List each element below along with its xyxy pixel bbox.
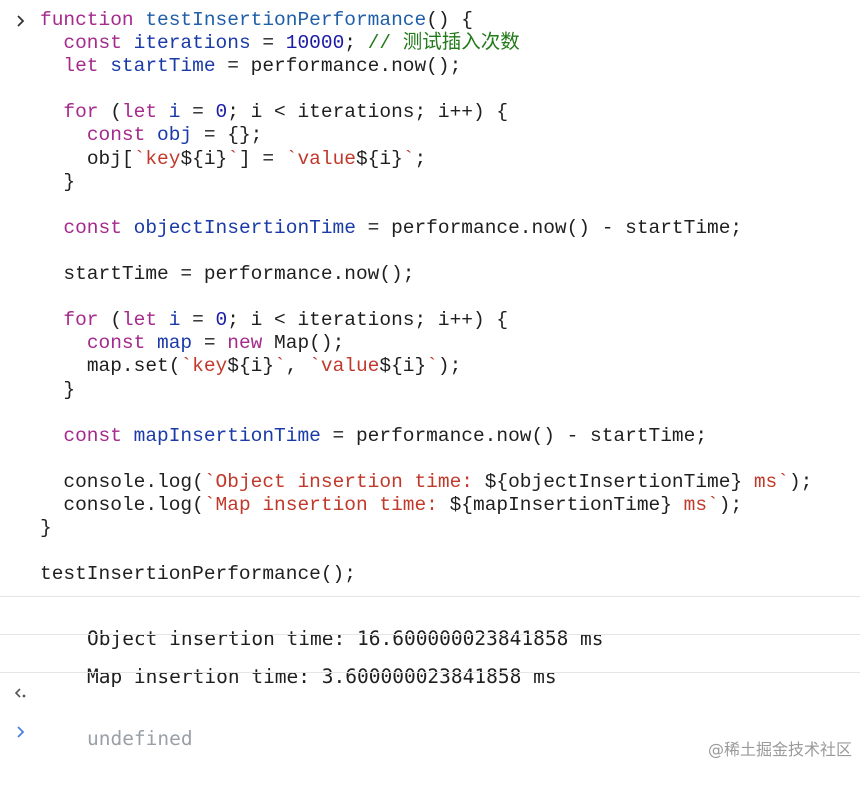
code-line: } xyxy=(63,378,76,401)
code-line-call: testInsertionPerformance(); xyxy=(40,563,356,586)
console-prompt-row[interactable] xyxy=(0,714,860,748)
return-value: undefined xyxy=(86,727,193,750)
code-line-blank xyxy=(40,240,860,263)
console-log-row: Object insertion time: 16.60000002384185… xyxy=(0,596,860,650)
code-line-blank xyxy=(40,194,860,217)
code-line: map.set(`key${i}`, `value${i}`); xyxy=(86,355,462,378)
console-log-row: Map insertion time: 3.600000023841858 ms xyxy=(0,634,860,688)
code-line: let startTime = performance.now(); xyxy=(63,55,462,78)
code-line-blank xyxy=(40,448,860,471)
code-line: const objectInsertionTime = performance.… xyxy=(63,216,743,239)
code-line: const mapInsertionTime = performance.now… xyxy=(63,424,708,447)
code-line-blank xyxy=(40,540,860,563)
log-message: Map insertion time: 3.600000023841858 ms xyxy=(86,665,557,688)
code-line-blank xyxy=(40,286,860,309)
watermark: @稀土掘金技术社区 xyxy=(707,740,852,759)
code-line: } xyxy=(40,517,52,540)
console-input-entry: function testInsertionPerformance() { co… xyxy=(14,0,860,586)
console-result-row: undefined xyxy=(0,672,860,750)
chevron-right-icon xyxy=(14,11,28,31)
code-line: console.log(`Object insertion time: ${ob… xyxy=(63,470,813,493)
code-line: for (let i = 0; i < iterations; i++) { xyxy=(63,309,509,332)
chevron-right-icon xyxy=(14,722,28,742)
code-line: const map = new Map(); xyxy=(86,332,345,355)
log-message: Object insertion time: 16.60000002384185… xyxy=(86,627,604,650)
code-line-blank xyxy=(40,402,860,425)
code-line: for (let i = 0; i < iterations; i++) { xyxy=(63,101,509,124)
code-line: console.log(`Map insertion time: ${mapIn… xyxy=(63,493,743,516)
code-line-blank xyxy=(40,78,860,101)
code-line: startTime = performance.now(); xyxy=(63,263,415,286)
code-line: const iterations = 10000; // 测试插入次数 xyxy=(63,32,520,55)
code-line: const obj = {}; xyxy=(86,124,263,147)
code-block: function testInsertionPerformance() { co… xyxy=(40,0,860,586)
return-arrow-icon xyxy=(14,683,28,703)
devtools-console: function testInsertionPerformance() { co… xyxy=(0,0,860,759)
code-line: obj[`key${i}`] = `value${i}`; xyxy=(86,147,427,170)
code-line: } xyxy=(63,170,76,193)
code-line: function testInsertionPerformance() { xyxy=(40,9,473,31)
